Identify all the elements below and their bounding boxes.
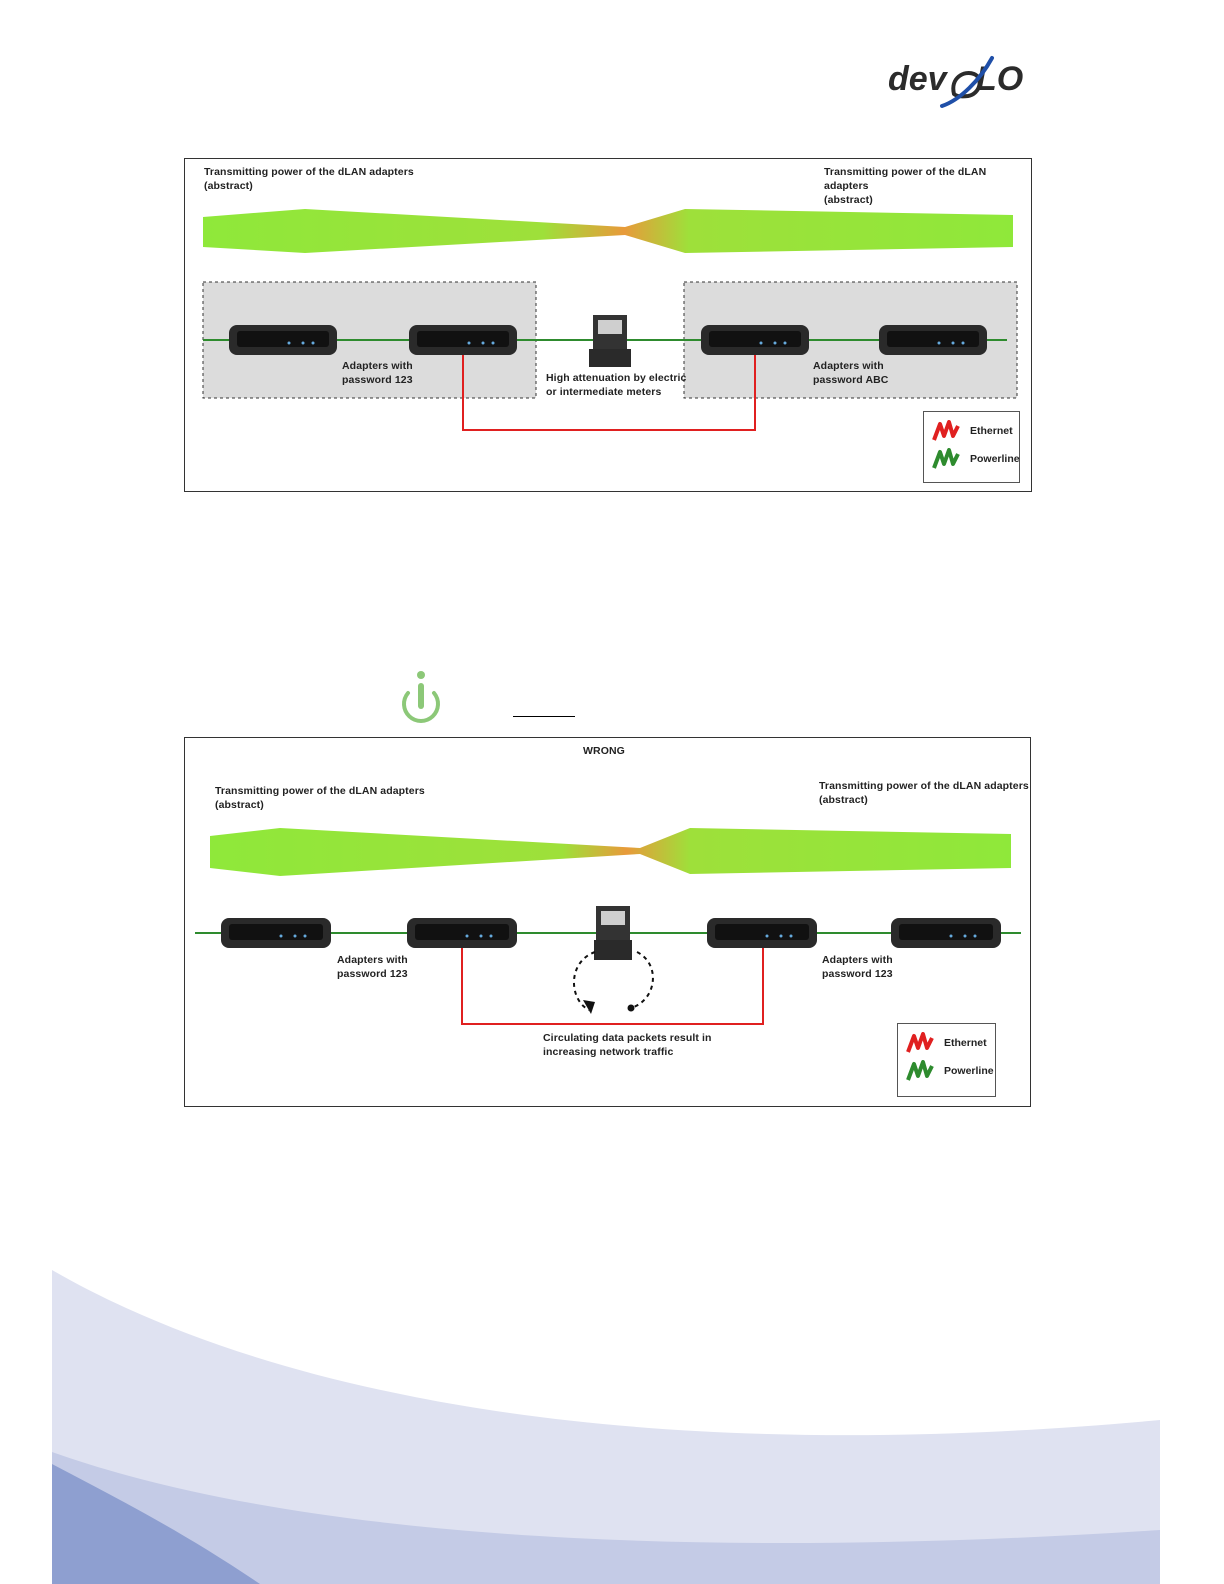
svg-text:dev: dev <box>888 60 949 98</box>
legend: Ethernet Powerline <box>923 411 1020 483</box>
ethernet-line <box>462 347 756 431</box>
diagram1-graphics <box>202 209 1018 431</box>
power-label-left: Transmitting power of the dLAN adapters … <box>204 166 414 192</box>
power-label-left: Transmitting power of the dLAN adapters … <box>215 785 425 811</box>
loop-label: Circulating data packets result in incre… <box>543 1032 712 1058</box>
wrong-title: WRONG <box>583 745 625 757</box>
electric-meter <box>589 315 631 367</box>
meter-label: High attenuation by electric or intermed… <box>546 372 687 398</box>
adapter-1 <box>221 918 331 948</box>
ethernet-line <box>461 940 764 1025</box>
diagram2-graphics <box>195 828 1021 1025</box>
adapter-2 <box>407 918 517 948</box>
adapter-1 <box>229 325 337 355</box>
info-icon <box>402 671 440 723</box>
group-right-label: Adapters with password 123 <box>822 954 893 980</box>
power-label-right: Transmitting power of the dLAN adapters … <box>819 780 1029 806</box>
group-left-label: Adapters with password 123 <box>337 954 408 980</box>
powerline-icon <box>932 448 960 469</box>
power-band <box>203 209 1013 253</box>
adapter-2 <box>409 325 517 355</box>
loop-arrowhead <box>583 1000 595 1014</box>
adapter-3 <box>701 325 809 355</box>
adapter-4 <box>879 325 987 355</box>
footer-wave <box>52 1270 1160 1584</box>
power-label-right: Transmitting power of the dLAN adapters … <box>824 166 987 206</box>
power-band <box>210 828 1011 876</box>
loop-arrow-right <box>630 951 654 1009</box>
group-right-label: Adapters with password ABC <box>813 360 889 386</box>
svg-text:LO: LO <box>976 60 1023 98</box>
ethernet-icon <box>906 1032 934 1053</box>
legend: Ethernet Powerline <box>897 1023 996 1097</box>
loop-arrow-left <box>573 951 596 1011</box>
loop-dot <box>627 1004 635 1012</box>
group-left-label: Adapters with password 123 <box>342 360 413 386</box>
powerline-icon <box>906 1060 934 1081</box>
adapter-4 <box>891 918 1001 948</box>
ethernet-icon <box>932 420 960 441</box>
underline-mark <box>513 716 575 717</box>
devolo-logo: dev LO <box>888 56 1023 108</box>
diagram-wrong-setup: WRONG Transmitting power of the dLAN ada… <box>184 737 1031 1107</box>
diagram-separate-passwords: Transmitting power of the dLAN adapters … <box>184 158 1032 492</box>
adapter-3 <box>707 918 817 948</box>
electric-meter <box>594 906 632 960</box>
